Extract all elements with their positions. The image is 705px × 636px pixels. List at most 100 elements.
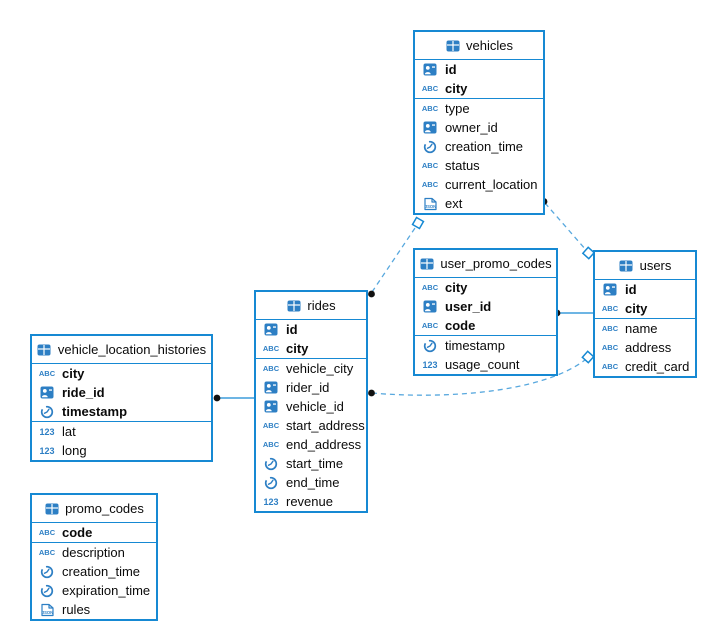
table-title: vehicle_location_histories xyxy=(57,342,207,357)
person-id-icon xyxy=(421,63,439,76)
number-type-icon: 123 xyxy=(263,496,279,507)
field-expiration_time[interactable]: expiration_time xyxy=(32,581,156,600)
table-header-user_promo_codes[interactable]: user_promo_codes xyxy=(415,250,556,278)
table-title: users xyxy=(639,258,672,273)
field-end_address[interactable]: ABC end_address xyxy=(256,435,366,454)
text-type-icon: ABC xyxy=(601,324,619,333)
field-id[interactable]: id xyxy=(415,60,543,79)
field-status[interactable]: ABC status xyxy=(415,156,543,175)
field-name: expiration_time xyxy=(62,583,151,598)
field-name: creation_time xyxy=(62,564,141,579)
field-type[interactable]: ABC type xyxy=(415,99,543,118)
relation-endpoint-dot xyxy=(368,290,375,298)
text-type-icon: ABC xyxy=(421,104,439,113)
relation-rides-to-vehicles[interactable] xyxy=(368,216,425,298)
field-name: revenue xyxy=(286,494,333,509)
relation-user_promo_codes-to-users[interactable] xyxy=(553,309,593,317)
field-name: type xyxy=(445,101,470,116)
relation-rides-to-users[interactable] xyxy=(368,350,595,397)
relation-line[interactable] xyxy=(371,227,416,293)
field-ride_id[interactable]: ride_id xyxy=(32,383,211,402)
field-name: vehicle_id xyxy=(286,399,344,414)
field-name: lat xyxy=(62,424,76,439)
person-id-icon xyxy=(262,381,280,394)
person-id-icon xyxy=(262,400,280,413)
field-owner_id[interactable]: owner_id xyxy=(415,118,543,137)
field-end_time[interactable]: end_time xyxy=(256,473,366,492)
text-type-icon: ABC xyxy=(38,548,56,557)
field-timestamp[interactable]: timestamp xyxy=(32,402,211,421)
field-start_time[interactable]: start_time xyxy=(256,454,366,473)
field-creation_time[interactable]: creation_time xyxy=(415,137,543,156)
field-creation_time[interactable]: creation_time xyxy=(32,562,156,581)
field-user_id[interactable]: user_id xyxy=(415,297,556,316)
field-name: city xyxy=(445,81,468,96)
table-header-vehicles[interactable]: vehicles xyxy=(415,32,543,60)
table-icon xyxy=(619,260,634,272)
relation-line[interactable] xyxy=(544,202,587,251)
table-header-promo_codes[interactable]: promo_codes xyxy=(32,495,156,523)
relation-endpoint-diamond xyxy=(411,216,425,230)
text-type-icon: ABC xyxy=(262,440,280,449)
field-name: city xyxy=(286,341,309,356)
relation-vehicle_location_histories-to-rides[interactable] xyxy=(213,394,254,402)
time-type-icon xyxy=(38,584,56,598)
table-icon xyxy=(419,258,434,270)
field-id[interactable]: id xyxy=(256,320,366,339)
field-name: rider_id xyxy=(286,380,330,395)
table-header-rides[interactable]: rides xyxy=(256,292,366,320)
field-name: end_time xyxy=(286,475,340,490)
field-timestamp[interactable]: timestamp xyxy=(415,336,556,355)
field-name[interactable]: ABC name xyxy=(595,319,695,338)
field-id[interactable]: id xyxy=(595,280,695,299)
table-icon xyxy=(445,40,460,52)
time-type-icon xyxy=(262,476,280,490)
text-type-icon: ABC xyxy=(421,321,439,330)
person-id-icon xyxy=(38,386,56,399)
person-id-icon xyxy=(262,323,280,336)
field-rider_id[interactable]: rider_id xyxy=(256,378,366,397)
table-header-users[interactable]: users xyxy=(595,252,695,280)
relation-endpoint-dot xyxy=(213,394,221,402)
field-name: id xyxy=(445,62,457,77)
field-name: timestamp xyxy=(445,338,505,353)
text-type-icon: ABC xyxy=(421,161,439,170)
field-name: status xyxy=(445,158,480,173)
field-revenue[interactable]: 123 revenue xyxy=(256,492,366,511)
field-vehicle_id[interactable]: vehicle_id xyxy=(256,397,366,416)
time-type-icon xyxy=(262,457,280,471)
field-name: name xyxy=(625,321,658,336)
field-name: end_address xyxy=(286,437,362,452)
svg-text:JSON: JSON xyxy=(41,610,52,615)
table-header-vehicle_location_histories[interactable]: vehicle_location_histories xyxy=(32,336,211,364)
field-name: ride_id xyxy=(62,385,105,400)
